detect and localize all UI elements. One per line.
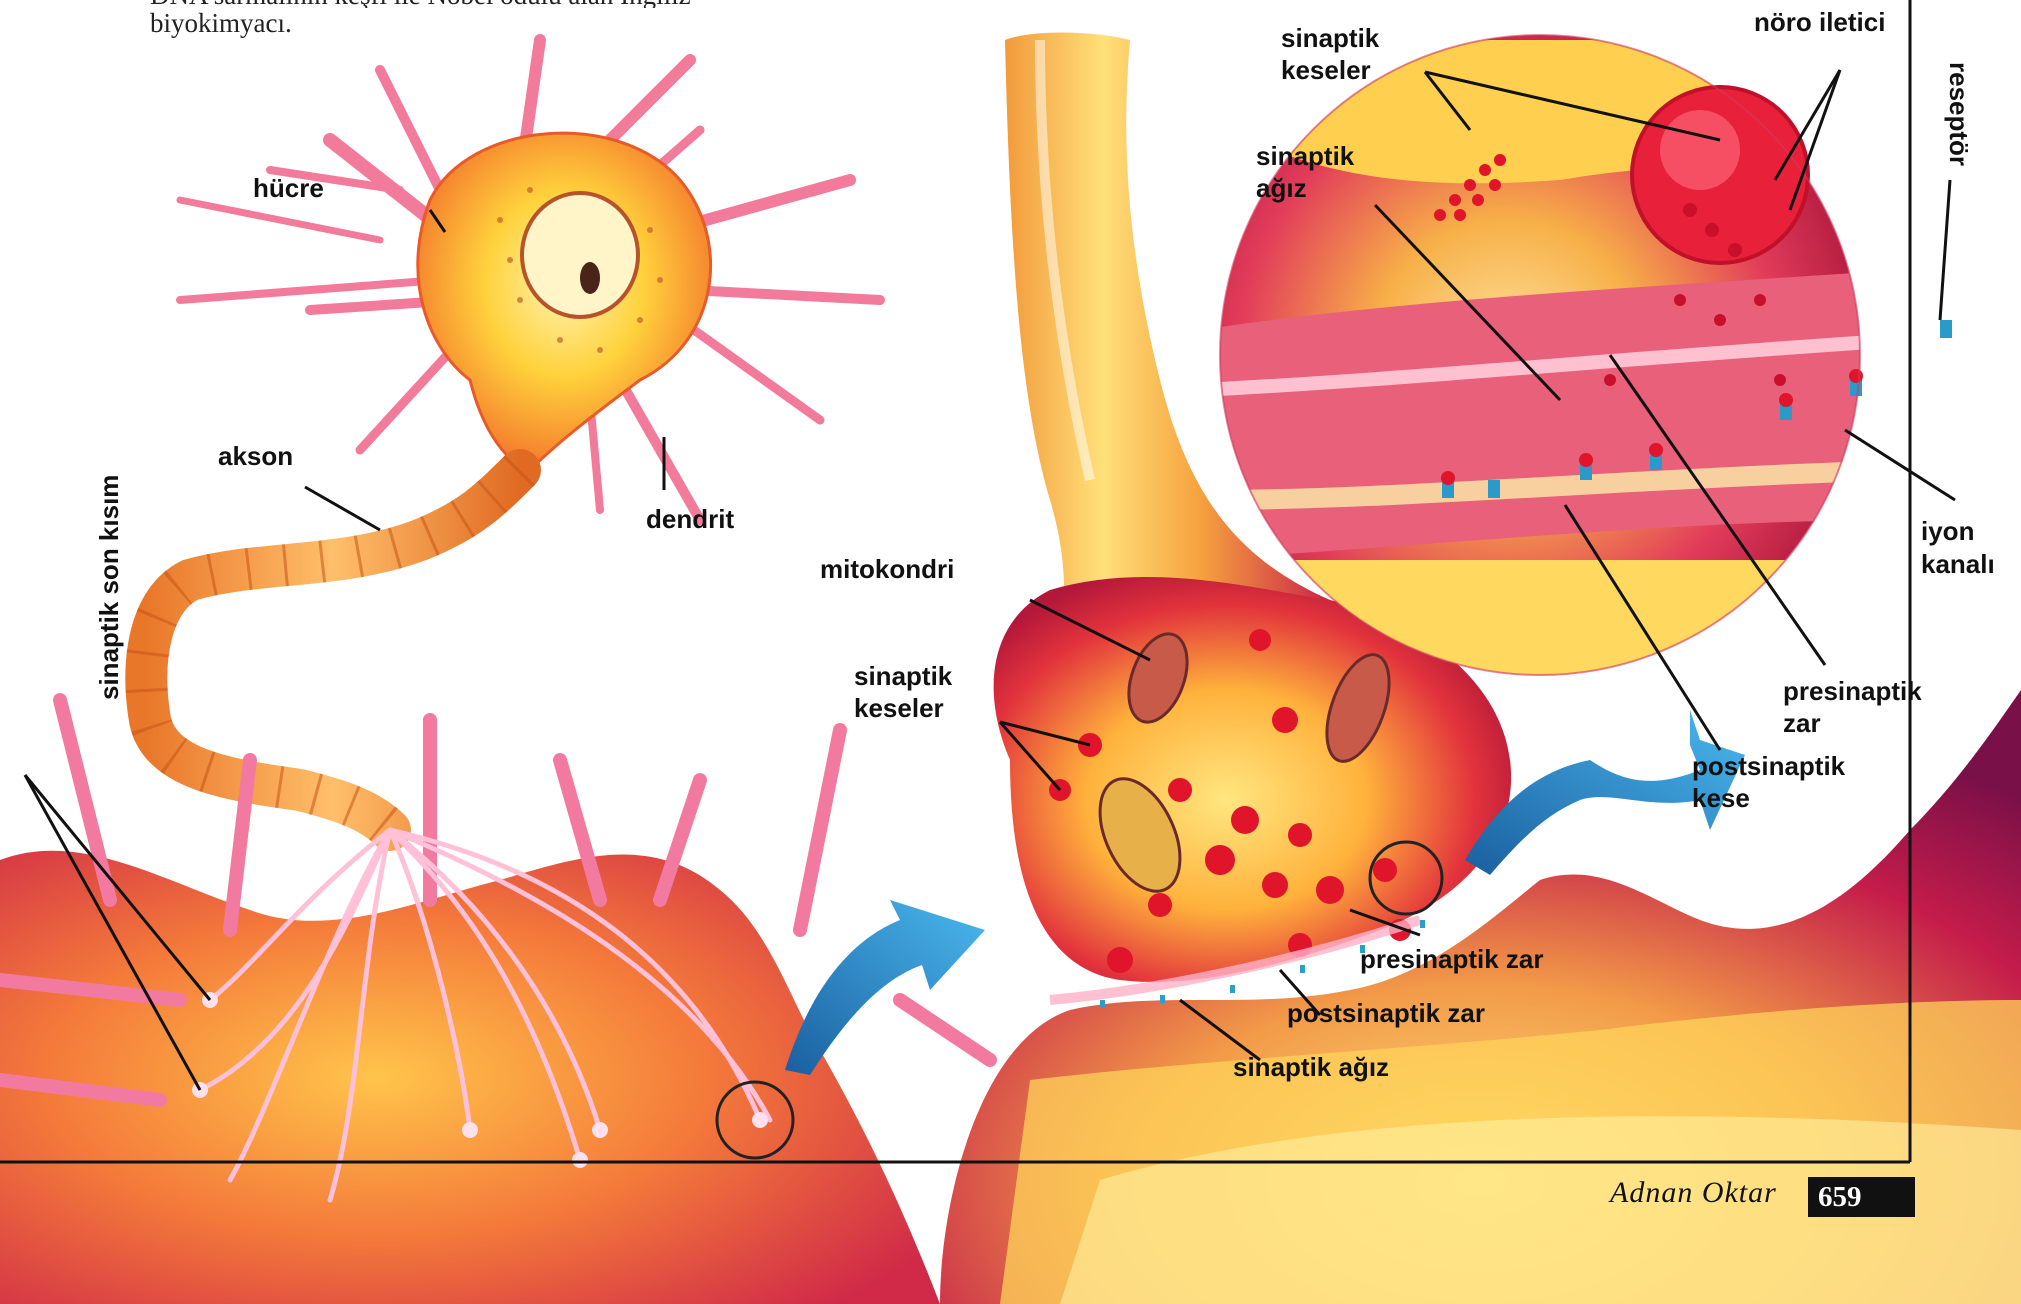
label-postsinaptik-kese-1: postsinaptik xyxy=(1692,750,1845,782)
label-presinaptik-zar-right-2: zar xyxy=(1783,707,1821,739)
label-hucre: hücre xyxy=(253,172,324,204)
footer-author: Adnan Oktar xyxy=(1610,1176,1777,1210)
label-sinaptik-son-kisim: sinaptik son kısım xyxy=(94,475,125,700)
label-noro-iletici: nöro iletici xyxy=(1754,6,1885,38)
label-sinaptik-keseler-mid-1: sinaptik xyxy=(854,660,952,692)
label-sinaptik-agiz-bottom: sinaptik ağız xyxy=(1233,1051,1389,1083)
label-sinaptik-agiz-top-1: sinaptik xyxy=(1256,140,1354,172)
label-postsinaptik-zar-bottom: postsinaptik zar xyxy=(1287,997,1485,1029)
label-mitokondri: mitokondri xyxy=(820,553,954,585)
label-presinaptik-zar-bottom: presinaptik zar xyxy=(1360,943,1544,975)
label-presinaptik-zar-right-1: presinaptik xyxy=(1783,675,1922,707)
label-postsinaptik-kese-2: kese xyxy=(1692,782,1750,814)
page-caption: DNA sarmalının keşfi ile Nobel ödülü ala… xyxy=(150,0,691,38)
label-iyon-kanali-2: kanalı xyxy=(1921,548,1995,580)
label-akson: akson xyxy=(218,440,293,472)
caption-line-1: DNA sarmalının keşfi ile Nobel ödülü ala… xyxy=(150,0,691,8)
page-number: 659 xyxy=(1808,1177,1915,1217)
zoom-arrow-1 xyxy=(785,900,985,1075)
neuron-axon xyxy=(146,470,520,830)
label-sinaptik-agiz-top-2: ağız xyxy=(1256,172,1307,204)
label-sinaptik-keseler-top-2: keseler xyxy=(1281,54,1371,86)
label-dendrit: dendrit xyxy=(646,503,734,535)
label-iyon-kanali-1: iyon xyxy=(1921,515,1974,547)
label-reseptor: reseptör xyxy=(1943,62,1974,166)
neuron-nucleus xyxy=(522,193,638,317)
label-sinaptik-keseler-top-1: sinaptik xyxy=(1281,22,1379,54)
label-sinaptik-keseler-mid-2: keseler xyxy=(854,692,944,724)
caption-line-2: biyokimyacı. xyxy=(150,8,691,38)
